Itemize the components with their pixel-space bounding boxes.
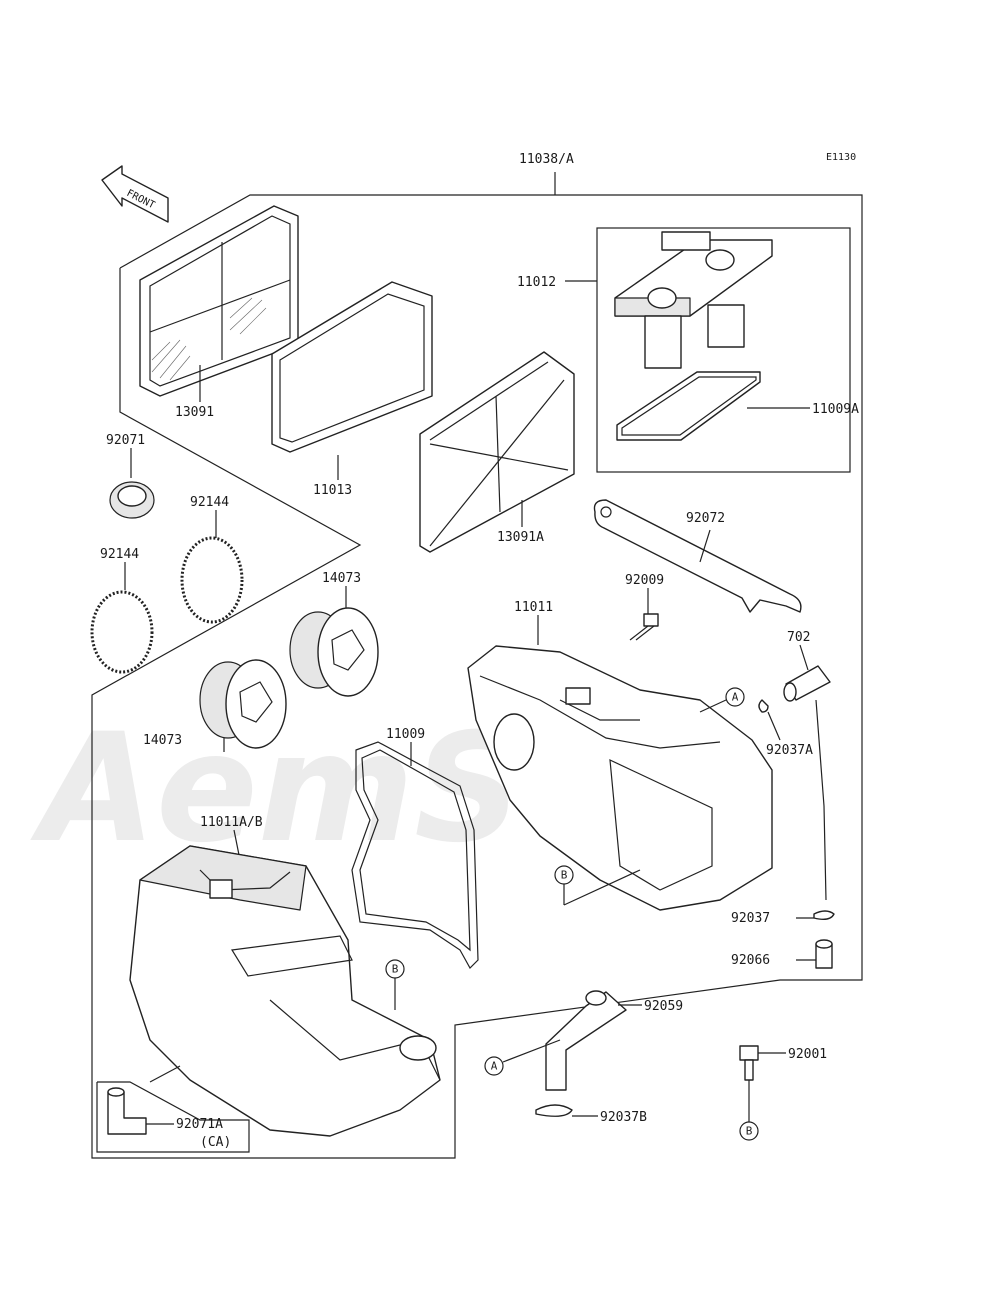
part-92144-spring-upper [180,536,244,624]
part-11009-gasket-inner [359,749,471,952]
leader-702 [799,644,809,671]
part-11011-case [467,645,773,911]
part-92072-strap [593,499,802,613]
ref-a-lower: A [491,1060,498,1073]
label-14073-upper: 14073 [322,571,361,586]
label-11013: 11013 [313,483,352,498]
part-92037A-clamp [758,699,769,713]
part-11009A-gasket [616,371,761,441]
assembly-outline [91,194,863,1159]
subassembly-box-11012 [596,227,851,473]
part-11013-element [271,281,433,453]
label-11009: 11009 [386,727,425,742]
label-92072: 92072 [686,511,725,526]
leader-inset-92071A [149,1065,181,1083]
leader-92037A [767,711,781,741]
inset-box-92071A [96,1081,250,1153]
ref-b-right-circle [739,1121,759,1141]
label-11012: 11012 [517,275,556,290]
label-92059: 92059 [644,999,683,1014]
part-92037B-clamp [535,1104,573,1117]
label-11011: 11011 [514,600,553,615]
part-92066-plug [815,939,833,969]
part-14073-cap-lower [199,659,287,749]
label-92001: 92001 [788,1047,827,1062]
label-92037A: 92037A [766,743,813,758]
ref-b-left-circle [385,959,405,979]
label-92037B: 92037B [600,1110,647,1125]
diagram-code: E1130 [826,152,856,163]
ref-a-upper: A [732,691,739,704]
part-92037-clamp [813,910,835,921]
label-92071: 92071 [106,433,145,448]
label-13091A: 13091A [497,530,544,545]
label-11011AB: 11011A/B [200,815,263,830]
part-11012-cover [614,231,773,369]
ref-b-mid-circle [554,865,574,885]
part-702-hose [783,665,831,702]
part-92001-bolt [739,1045,759,1081]
leader-92072 [699,529,711,563]
leader-ref-b-mid-2 [563,869,641,906]
ref-b-right: B [746,1125,753,1138]
front-arrow-icon: FRONT [101,165,169,223]
label-92144-lower: 92144 [100,547,139,562]
leader-702-route [815,699,827,901]
label-92009: 92009 [625,573,664,588]
label-92066: 92066 [731,953,770,968]
label-13091: 13091 [175,405,214,420]
label-92144-upper: 92144 [190,495,229,510]
part-11009-gasket [351,741,479,969]
part-92071-grommet [109,481,155,519]
part-92009-bolt [629,613,659,641]
leader-ref-a-lower [502,1039,561,1063]
label-92037: 92037 [731,911,770,926]
part-92144-spring-lower [90,590,154,674]
ref-a-upper-circle [725,687,745,707]
ref-a-lower-circle [484,1056,504,1076]
label-702: 702 [787,630,810,645]
part-14073-cap-upper [289,607,379,697]
part-92059-hose [545,990,627,1091]
ref-b-mid: B [561,869,568,882]
part-92071A-elbow [107,1087,147,1135]
label-92071A-note: (CA) [200,1135,231,1150]
label-92071A: 92071A [176,1117,223,1132]
label-11009A: 11009A [812,402,859,417]
part-11011AB-case [129,845,441,1137]
label-14073-lower: 14073 [143,733,182,748]
ref-b-left: B [392,963,399,976]
part-13091A-frame [419,351,575,553]
leader-ref-a-upper [699,699,727,713]
label-11038: 11038/A [519,152,574,167]
